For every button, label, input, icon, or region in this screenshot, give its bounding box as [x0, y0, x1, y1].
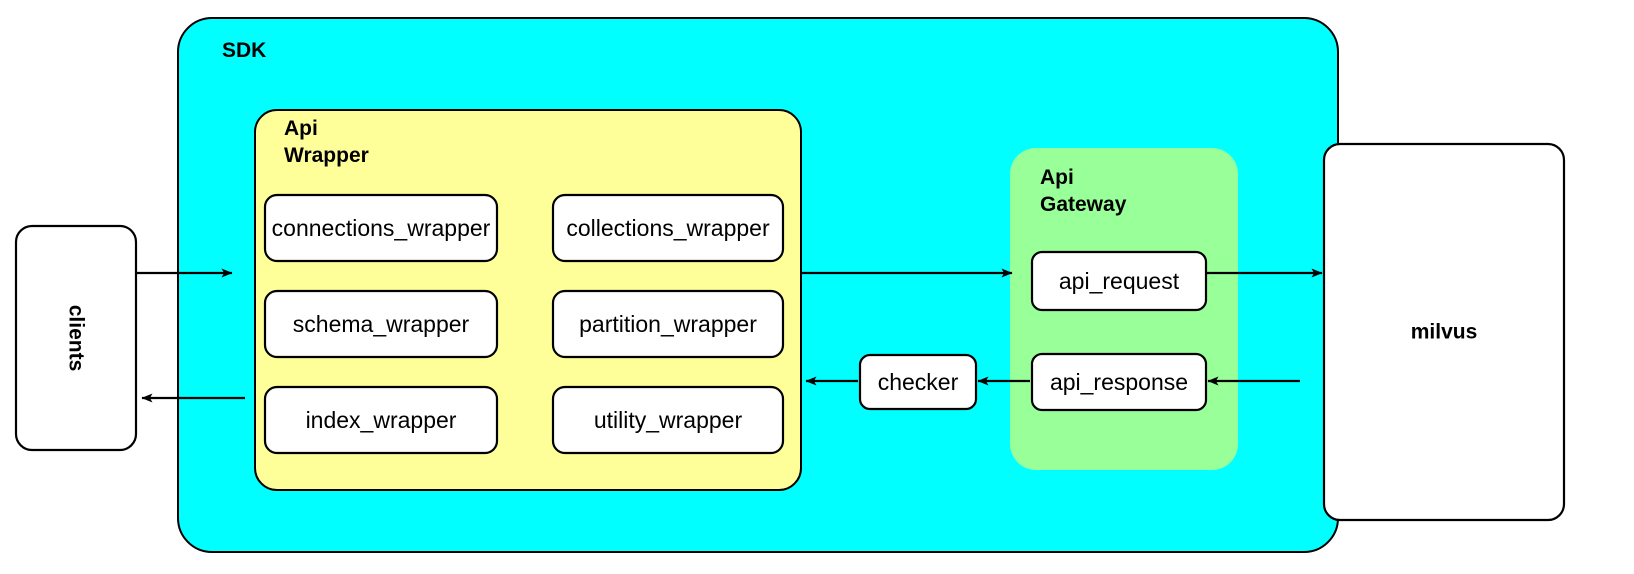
node-index_wrapper-shape[interactable]: [263, 385, 499, 455]
node-api_request-shape[interactable]: [1030, 250, 1208, 312]
node-index_wrapper-label: index_wrapper: [306, 407, 457, 433]
node-schema_wrapper-shape[interactable]: [263, 289, 499, 359]
node-collections_wrapper[interactable]: collections_wrapper: [551, 193, 785, 263]
node-partition_wrapper-label: partition_wrapper: [579, 311, 757, 337]
node-clients-label: clients: [65, 305, 88, 372]
container-api-gateway-label-line: Api: [1040, 166, 1074, 189]
node-utility_wrapper-label: utility_wrapper: [594, 407, 743, 433]
node-api_request-label: api_request: [1059, 268, 1180, 294]
node-schema_wrapper[interactable]: schema_wrapper: [263, 289, 499, 359]
nodes-layer: clients milvus checker connections_wrapper c…: [14, 142, 1566, 522]
node-api_request[interactable]: api_request: [1030, 250, 1208, 312]
node-clients-shape[interactable]: [14, 224, 138, 452]
node-checker[interactable]: checker: [858, 353, 978, 411]
container-api-wrapper-label-line: Api: [284, 117, 318, 140]
node-milvus-shape[interactable]: [1322, 142, 1566, 522]
node-checker-shape[interactable]: [858, 353, 978, 411]
node-collections_wrapper-shape[interactable]: [551, 193, 785, 263]
node-partition_wrapper[interactable]: partition_wrapper: [551, 289, 785, 359]
node-clients[interactable]: clients: [14, 224, 138, 452]
container-api-gateway-label-line: Gateway: [1040, 193, 1127, 216]
node-connections_wrapper[interactable]: connections_wrapper: [263, 193, 499, 263]
node-api_response[interactable]: api_response: [1030, 352, 1208, 412]
node-index_wrapper[interactable]: index_wrapper: [263, 385, 499, 455]
node-api_response-label: api_response: [1050, 369, 1188, 395]
node-connections_wrapper-label: connections_wrapper: [272, 215, 491, 241]
edges-layer: [136, 268, 1323, 403]
node-utility_wrapper-shape[interactable]: [551, 385, 785, 455]
node-checker-label: checker: [878, 369, 959, 395]
node-api_response-shape[interactable]: [1030, 352, 1208, 412]
node-connections_wrapper-shape[interactable]: [263, 193, 499, 263]
container-api-wrapper-label-line: Wrapper: [284, 144, 369, 167]
container-sdk-label-line: SDK: [222, 39, 266, 62]
node-milvus-label: milvus: [1411, 321, 1478, 344]
node-collections_wrapper-label: collections_wrapper: [566, 215, 770, 241]
container-sdk-label: SDK: [222, 39, 266, 62]
node-utility_wrapper[interactable]: utility_wrapper: [551, 385, 785, 455]
node-partition_wrapper-shape[interactable]: [551, 289, 785, 359]
node-milvus[interactable]: milvus: [1322, 142, 1566, 522]
node-schema_wrapper-label: schema_wrapper: [293, 311, 470, 337]
